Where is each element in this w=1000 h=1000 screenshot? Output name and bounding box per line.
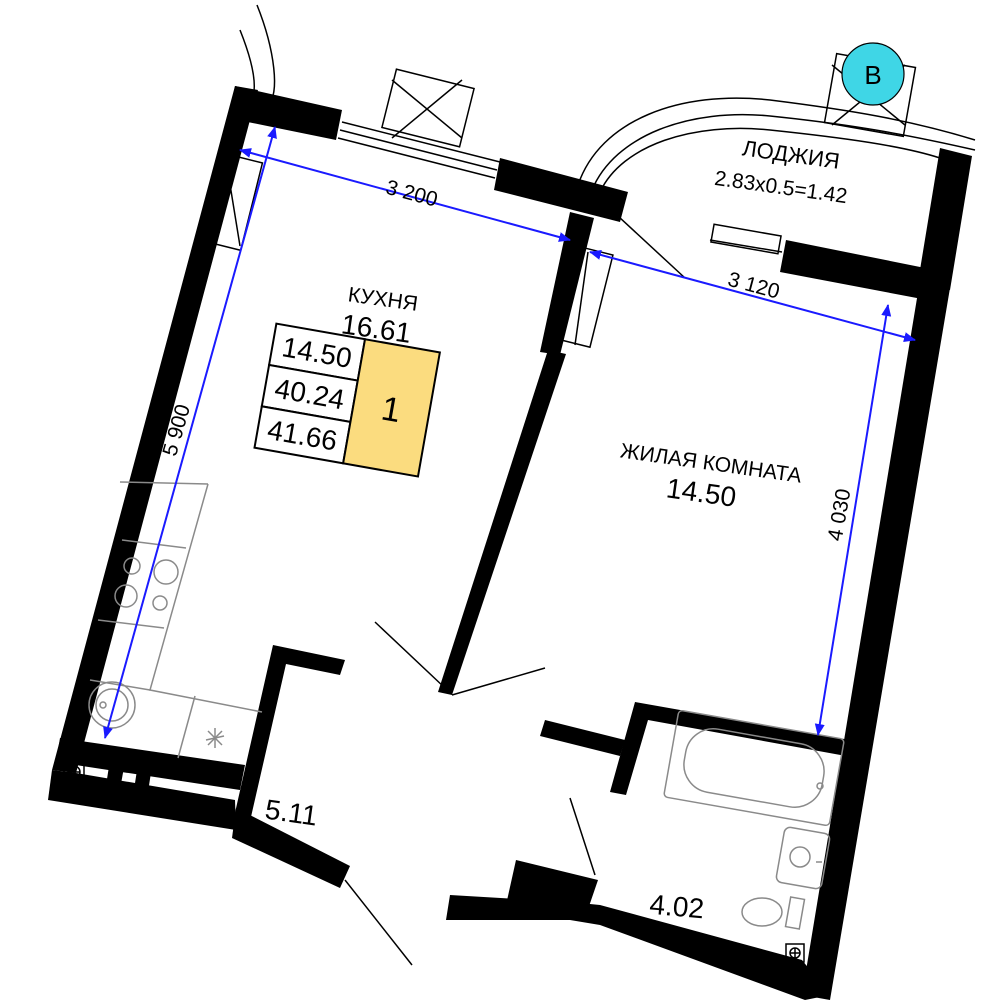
toilet-icon (741, 896, 806, 930)
living-room-area: 14.50 (664, 472, 738, 512)
rooms-count-cell (341, 338, 442, 478)
socket-icon-hall (63, 761, 85, 783)
section-marker: B (841, 42, 905, 106)
kitchen-width-label: 3 200 (383, 176, 440, 212)
bathtub-icon (663, 709, 845, 827)
sink-icon (88, 681, 136, 729)
loggia-outline (239, 4, 976, 193)
fan-icon (205, 728, 225, 748)
summary-box: 14.50 40.24 41.66 1 (253, 322, 442, 478)
hall-area: 5.11 (263, 794, 319, 832)
socket-icon-bathroom (785, 943, 805, 963)
doors (344, 191, 686, 966)
washbasin-icon (775, 826, 831, 890)
loggia-formula: 2.83x0.5=1.42 (713, 167, 849, 208)
dimension-kitchen-length: 5 900 (103, 126, 277, 739)
section-marker-label: B (864, 60, 881, 90)
living-width-label: 3 120 (725, 268, 782, 304)
kitchen-window (337, 68, 501, 179)
loggia-name: ЛОДЖИЯ (741, 135, 842, 173)
bathroom-area: 4.02 (648, 889, 705, 925)
